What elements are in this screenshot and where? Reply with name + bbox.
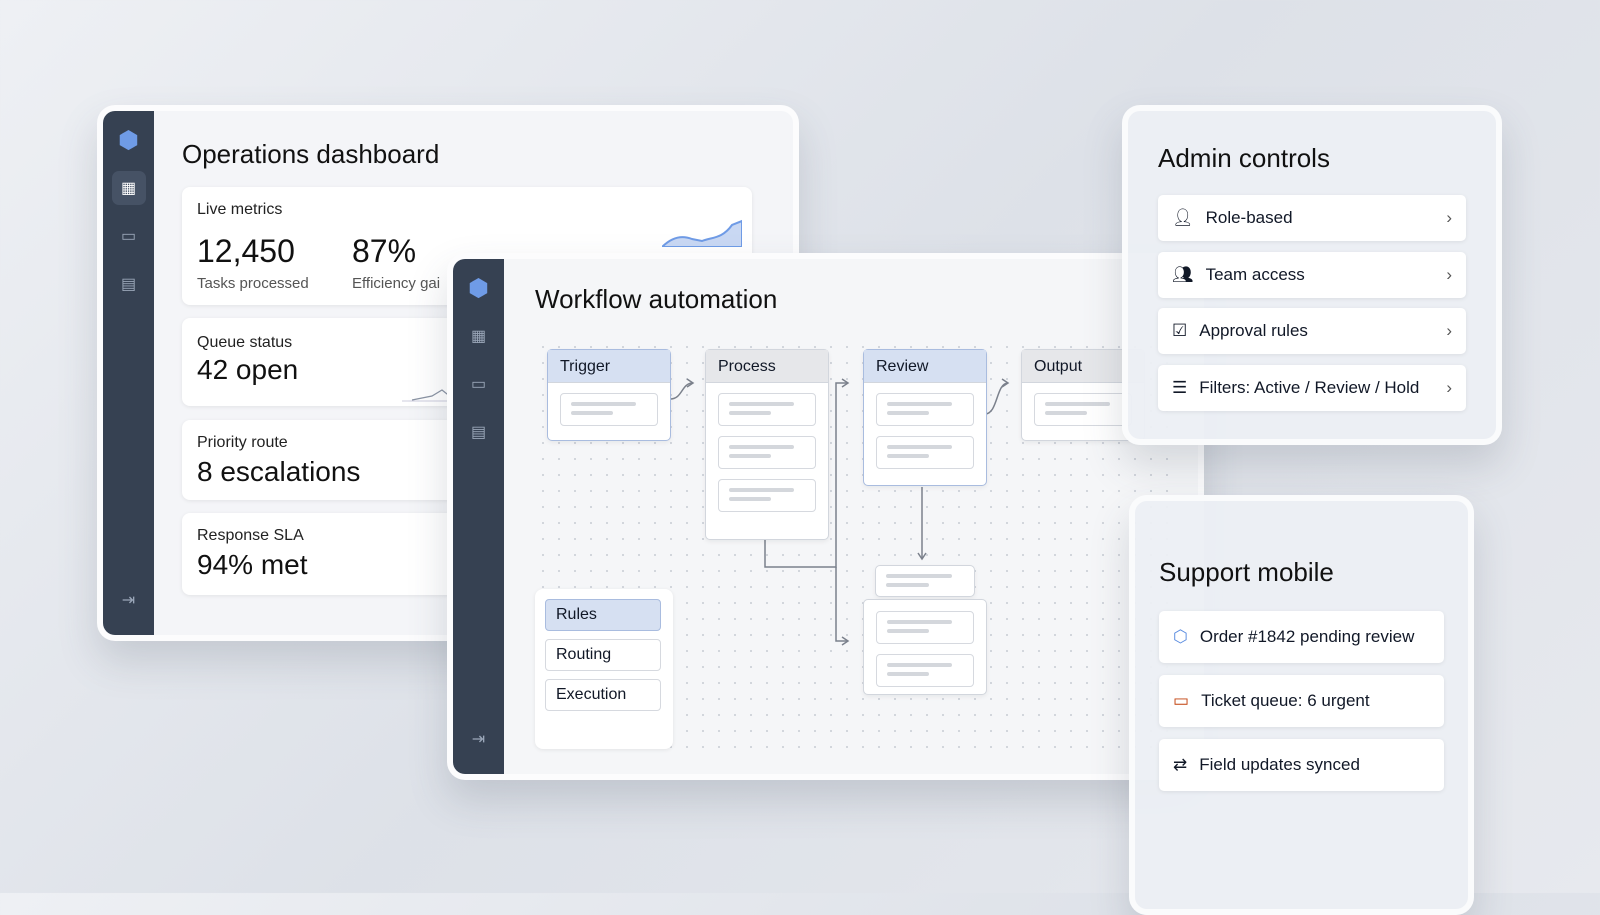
dashboard-icon[interactable]: ▦ xyxy=(111,171,146,205)
page-title: Workflow automation xyxy=(535,284,778,314)
item-label: Ticket queue: 6 urgent xyxy=(1201,691,1370,710)
calendar-icon[interactable]: ▤ xyxy=(470,424,487,441)
item-label: Filters: Active / Review / Hold xyxy=(1199,378,1420,397)
document-icon[interactable]: ▭ xyxy=(470,376,487,393)
efficiency-value: 87% xyxy=(352,233,417,269)
tab-rules[interactable]: Rules xyxy=(545,599,661,631)
node-review[interactable]: Review xyxy=(863,349,987,486)
node-item xyxy=(718,436,816,469)
card-label: Response SLA xyxy=(197,527,304,544)
item-label: Field updates synced xyxy=(1199,755,1360,774)
connector-lines xyxy=(669,378,1010,646)
tasks-value: 12,450 xyxy=(197,233,295,269)
item-label: Approval rules xyxy=(1199,321,1308,340)
chevron-right-icon: › xyxy=(1446,321,1452,340)
filter-icon: ☰ xyxy=(1172,378,1188,397)
node-item xyxy=(876,393,974,426)
node-sub-item[interactable] xyxy=(875,565,975,597)
dashboard-icon[interactable]: ▦ xyxy=(470,328,487,345)
queue-status-card: Queue status 42 open xyxy=(182,318,482,406)
chevron-right-icon: › xyxy=(1446,265,1452,284)
sla-value: 94% met xyxy=(197,549,308,580)
support-item-ticket-queue[interactable]: ▭ Ticket queue: 6 urgent xyxy=(1159,675,1444,727)
admin-controls-window: Admin controls 👤︎ Role-based › 👥︎ Team acce… xyxy=(1122,105,1502,445)
logo-icon: ⬢ xyxy=(468,274,489,302)
panel-title: Support mobile xyxy=(1159,557,1334,587)
node-title: Review xyxy=(864,350,986,383)
logout-icon[interactable]: ⇥ xyxy=(121,592,136,609)
node-item xyxy=(876,611,974,644)
admin-item-team-access[interactable]: 👥︎ Team access › xyxy=(1158,252,1466,298)
checkbox-icon: ☑ xyxy=(1172,321,1188,340)
card-label: Live metrics xyxy=(197,201,283,218)
admin-item-approval-rules[interactable]: ☑ Approval rules › xyxy=(1158,308,1466,354)
queue-value: 42 open xyxy=(197,354,299,385)
workflow-automation-window: ⬢ ▦ ▭ ▤ ⇥ Workflow automation Trigger Pr… xyxy=(447,253,1204,780)
config-tabs-panel: Rules Routing Execution xyxy=(535,589,673,749)
response-sla-card: Response SLA 94% met xyxy=(182,513,482,595)
calendar-icon[interactable]: ▤ xyxy=(120,276,137,293)
admin-item-role-based[interactable]: 👤︎ Role-based › xyxy=(1158,195,1466,241)
sync-arrows-icon: ⇄ xyxy=(1173,755,1188,774)
node-item xyxy=(560,393,658,426)
admin-item-filters[interactable]: ☰ Filters: Active / Review / Hold › xyxy=(1158,365,1466,411)
chevron-right-icon: › xyxy=(1446,208,1452,227)
node-branch[interactable] xyxy=(863,599,987,695)
chat-icon: ▭ xyxy=(1173,691,1190,710)
support-item-order[interactable]: ⬡ Order #1842 pending review xyxy=(1159,611,1444,663)
logo-icon: ⬢ xyxy=(118,126,139,154)
node-item xyxy=(718,479,816,512)
sidebar: ⬢ ▦ ▭ ▤ ⇥ xyxy=(103,111,154,635)
panel-title: Admin controls xyxy=(1158,143,1330,173)
priority-route-card: Priority route 8 escalations xyxy=(182,420,482,500)
user-icon: 👤︎ xyxy=(1172,208,1194,227)
chevron-right-icon: › xyxy=(1446,378,1452,397)
item-label: Role-based xyxy=(1205,208,1293,227)
node-process[interactable]: Process xyxy=(705,349,829,540)
sparkline-area-chart xyxy=(662,219,742,247)
support-item-field-updates[interactable]: ⇄ Field updates synced xyxy=(1159,739,1444,791)
tab-routing[interactable]: Routing xyxy=(545,639,661,671)
sidebar: ⬢ ▦ ▭ ▤ ⇥ xyxy=(453,259,504,774)
tab-execution[interactable]: Execution xyxy=(545,679,661,711)
card-label: Queue status xyxy=(197,334,293,351)
node-title: Process xyxy=(706,350,828,383)
node-item xyxy=(876,654,974,687)
node-title: Trigger xyxy=(548,350,670,383)
node-item xyxy=(718,393,816,426)
item-label: Order #1842 pending review xyxy=(1199,627,1415,646)
node-item xyxy=(876,436,974,469)
item-label: Team access xyxy=(1205,265,1305,284)
tasks-label: Tasks processed xyxy=(197,275,309,292)
node-trigger[interactable]: Trigger xyxy=(547,349,671,441)
logout-icon[interactable]: ⇥ xyxy=(471,731,486,748)
package-icon: ⬡ xyxy=(1173,627,1188,646)
priority-value: 8 escalations xyxy=(197,456,361,487)
node-item xyxy=(1034,393,1132,426)
efficiency-label: Efficiency gai xyxy=(352,275,441,292)
card-label: Priority route xyxy=(197,434,288,451)
support-mobile-window: Support mobile ⬡ Order #1842 pending revi… xyxy=(1129,495,1474,915)
page-title: Operations dashboard xyxy=(182,139,440,169)
document-icon[interactable]: ▭ xyxy=(120,228,137,245)
users-icon: 👥︎ xyxy=(1172,265,1194,284)
